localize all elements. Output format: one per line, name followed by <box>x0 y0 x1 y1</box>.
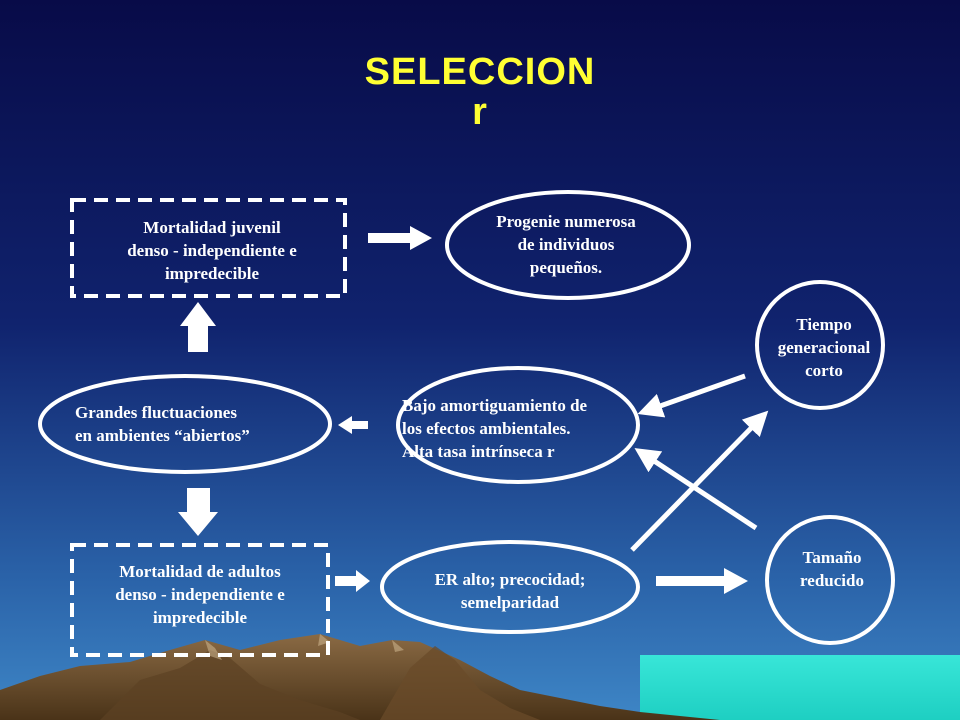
arrow-juvenile-to-progeny <box>368 226 432 250</box>
arrow-re-to-small-size <box>656 568 748 594</box>
arrow-size-to-buffering <box>634 448 758 531</box>
arrow-generation-to-buffering <box>637 373 746 418</box>
adult-mortality-box <box>70 543 330 657</box>
title-line-2: r <box>472 91 488 133</box>
short-generation-label: Tiempo generacional corto <box>777 315 871 380</box>
arrow-adult-to-re <box>335 570 370 592</box>
high-re-label: ER alto; precocidad; semelparidad <box>434 570 586 612</box>
arrow-fluctuations-to-adult <box>178 488 218 536</box>
adult-mortality-label: Mortalidad de adultos denso - independie… <box>115 562 285 627</box>
slide-title: SELECCION r <box>300 52 660 132</box>
arrow-re-to-generation <box>630 410 769 552</box>
arrow-fluctuations-to-juvenile <box>180 302 216 352</box>
large-progeny-label: Progenie numerosa de individuos pequeños… <box>496 212 636 277</box>
short-generation-circle <box>755 280 885 410</box>
juvenile-mortality-label: Mortalidad juvenil denso - independiente… <box>127 218 297 283</box>
title-line-1: SELECCION <box>364 51 596 93</box>
low-buffering-ellipse <box>396 366 640 484</box>
juvenile-mortality-box <box>70 198 347 298</box>
large-progeny-ellipse <box>445 190 691 300</box>
small-size-label: Tamaño reducido <box>800 548 864 590</box>
large-fluctuations-label: Grandes fluctuaciones en ambientes “abie… <box>75 403 250 445</box>
small-size-circle <box>765 515 895 645</box>
high-re-ellipse <box>380 540 640 634</box>
arrow-buffering-to-fluctuations <box>338 416 368 434</box>
large-fluctuations-ellipse <box>38 374 332 474</box>
low-buffering-label: Bajo amortiguamiento de los efectos ambi… <box>402 396 588 461</box>
